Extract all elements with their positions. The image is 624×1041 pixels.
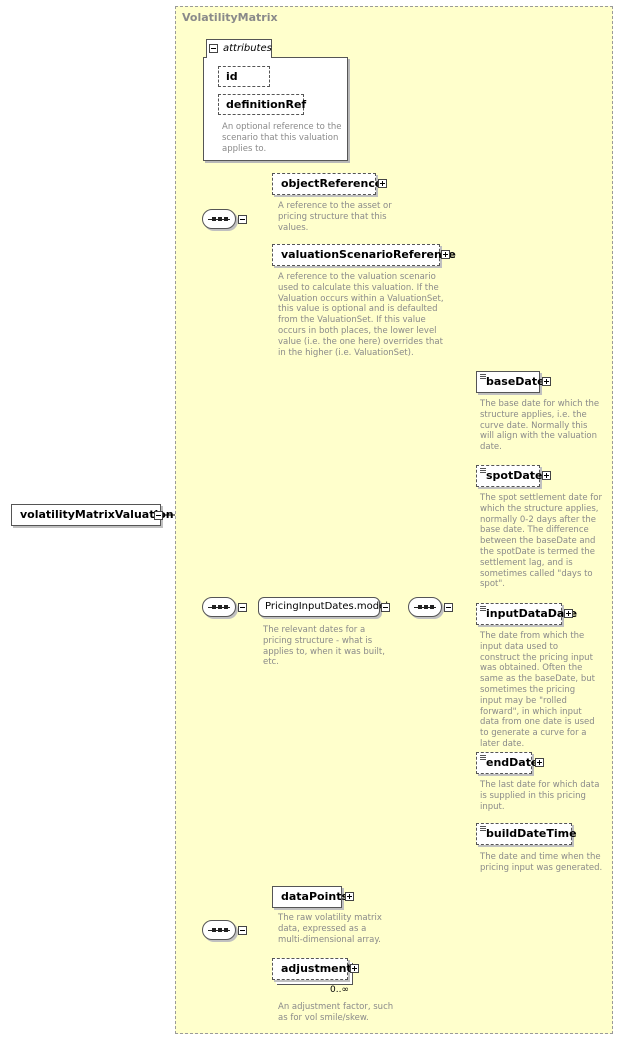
objectReference-label: objectReference [281,177,383,190]
root-collapse-toggle[interactable] [154,511,163,520]
attributes-header-label: attributes [223,43,272,54]
element-adjustment[interactable]: adjustment [272,958,352,980]
sequence-compositor-3 [202,920,236,940]
adjustment-occurrence: 0..∞ [330,985,349,995]
element-baseDate[interactable]: baseDate [476,371,545,393]
spotDate-label: spotDate [486,469,543,482]
element-inputDataDate[interactable]: inputDataDate [476,603,577,625]
element-buildDateTime[interactable]: buildDateTime [476,823,577,845]
baseDate-expand-toggle[interactable] [542,377,551,386]
endDate-expand-toggle[interactable] [535,758,544,767]
adjustment-label: adjustment [281,962,352,975]
element-objectReference[interactable]: objectReference [272,173,382,195]
dataPoints-description: The raw volatility matrix data, expresse… [278,913,382,945]
objectReference-description: A reference to the asset or pricing stru… [278,201,392,233]
sequence-compositor-2 [202,597,236,617]
baseDate-label: baseDate [486,375,545,388]
attribute-definitionRef[interactable]: definitionRef [218,94,307,115]
objectReference-expand-toggle[interactable] [378,179,387,188]
attributes-header: attributes [206,39,272,58]
baseDate-description: The base date for which the structure ap… [480,399,600,453]
sequence-2-collapse-toggle[interactable] [238,603,247,612]
attribute-id-label: id [226,70,238,83]
inputDataDate-label: inputDataDate [486,607,578,620]
simple-content-icon [480,606,486,612]
adjustment-expand-toggle[interactable] [350,964,359,973]
spotDate-description: The spot settlement date for which the s… [480,493,602,590]
dataPoints-expand-toggle[interactable] [345,892,354,901]
root-element-volatilityMatrixValuation[interactable]: volatilityMatrixValuation [11,504,174,526]
inputDataDate-description: The date from which the input data used … [480,631,595,749]
simple-content-icon [480,755,486,761]
element-dataPoints[interactable]: dataPoints [272,886,348,908]
buildDateTime-label: buildDateTime [486,827,577,840]
sequence-3-collapse-toggle[interactable] [238,926,247,935]
simple-content-icon [480,374,486,380]
complex-type-container [175,6,613,1034]
attribute-definitionRef-label: definitionRef [226,98,307,111]
model-collapse-toggle[interactable] [381,603,390,612]
simple-content-icon [480,468,486,474]
dataPoints-label: dataPoints [281,890,349,903]
element-endDate[interactable]: endDate [476,752,538,774]
valuationScenarioReference-expand-toggle[interactable] [441,250,450,259]
sequence-1-collapse-toggle[interactable] [238,215,247,224]
element-valuationScenarioReference[interactable]: valuationScenarioReference [272,244,456,266]
definitionRef-description: An optional reference to the scenario th… [222,122,342,154]
element-spotDate[interactable]: spotDate [476,465,543,487]
root-element-label: volatilityMatrixValuation [20,508,174,521]
buildDateTime-description: The date and time when the pricing input… [480,852,603,873]
spotDate-expand-toggle[interactable] [542,471,551,480]
inputDataDate-expand-toggle[interactable] [564,609,573,618]
group-PricingInputDates-model[interactable]: PricingInputDates.model [258,597,388,617]
adjustment-description: An adjustment factor, such as for vol sm… [278,1002,394,1023]
attribute-id[interactable]: id [218,66,270,87]
valuationScenarioReference-description: A reference to the valuation scenario us… [278,272,444,358]
sequence-model-collapse-toggle[interactable] [444,603,453,612]
attributes-collapse-toggle[interactable] [209,44,218,53]
sequence-compositor-1 [202,209,236,229]
valuationScenarioReference-label: valuationScenarioReference [281,248,456,261]
complex-type-title: VolatilityMatrix [182,11,278,24]
model-label: PricingInputDates.model [265,601,389,612]
endDate-description: The last date for which data is supplied… [480,780,600,812]
simple-content-icon [480,826,486,832]
model-description: The relevant dates for a pricing structu… [263,625,385,668]
endDate-label: endDate [486,756,539,769]
sequence-compositor-model [408,597,442,617]
